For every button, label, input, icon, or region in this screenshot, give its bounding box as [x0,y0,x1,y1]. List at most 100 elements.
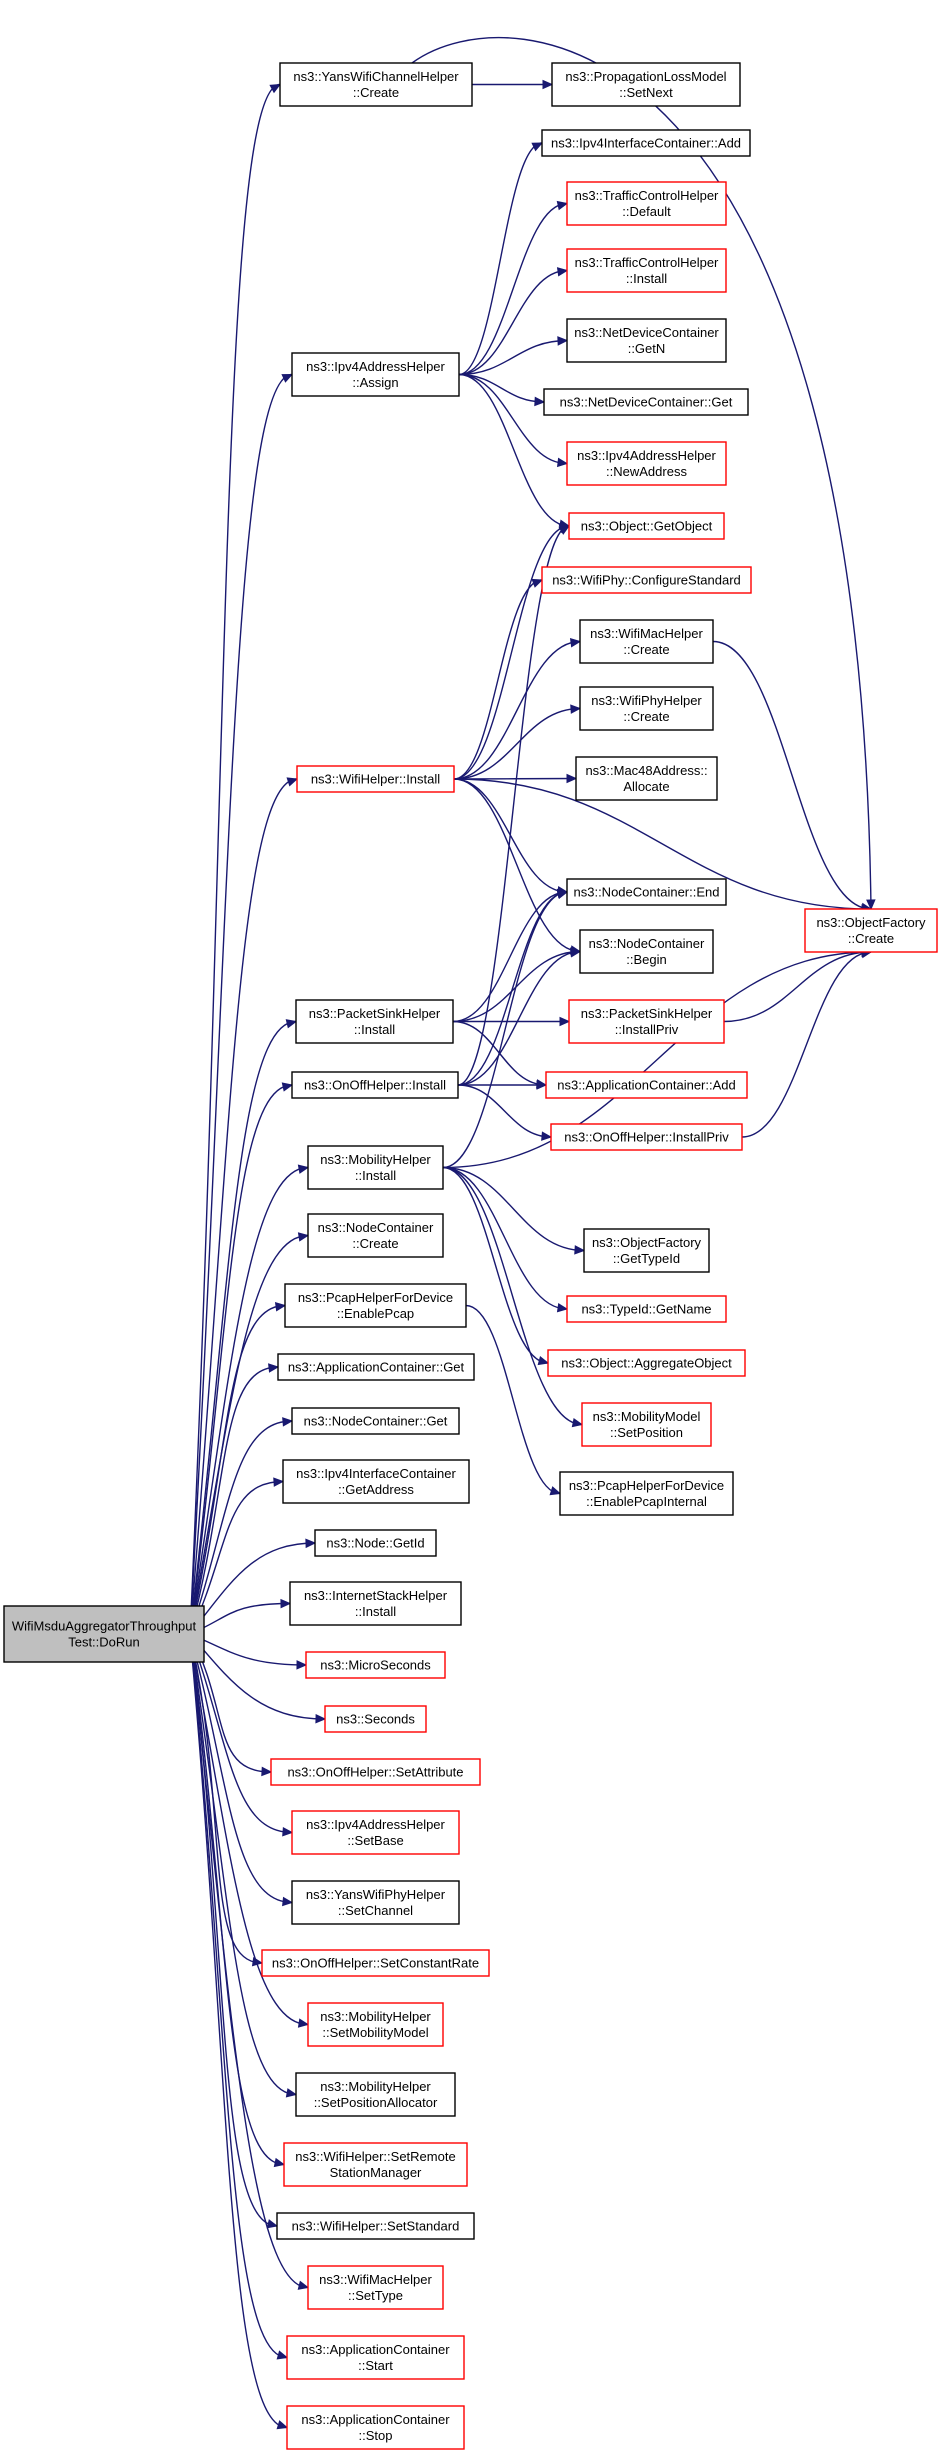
node-wifihelper-install[interactable]: ns3::WifiHelper::Install [296,765,455,793]
node-box [566,1295,727,1323]
node-nc-begin[interactable]: ns3::NodeContainer::Begin [579,929,714,974]
node-label-line: ns3::YansWifiChannelHelper [293,69,459,84]
edge-wifihelper_install-to-nc_begin [453,778,582,955]
node-ndc-get[interactable]: ns3::NetDeviceContainer::Get [543,388,749,416]
node-pcap-enable[interactable]: ns3::PcapHelperForDevice::EnablePcap [284,1283,467,1328]
node-phy-configstd[interactable]: ns3::WifiPhy::ConfigureStandard [541,566,752,594]
edge-root-to-ish_install [189,1598,292,1635]
node-label-line: ns3::OnOffHelper::Install [304,1078,446,1093]
node-label-line: ::GetAddress [338,1482,414,1497]
edge-arrowhead [536,1080,548,1090]
edge-arrowhead [282,1826,294,1837]
edge-root-to-mob_setalloc [189,1633,298,2098]
edge-line [189,1633,326,1720]
edge-onoff_install-to-nc_end [457,889,569,1086]
node-label-line: ns3::WifiMacHelper [319,2272,432,2287]
node-label-line: Allocate [623,779,669,794]
edge-mob_install-to-nc_end [442,889,569,1169]
node-onoff-setrate[interactable]: ns3::OnOffHelper::SetConstantRate [261,1949,490,1977]
node-mm-setpos[interactable]: ns3::MobilityModel::SetPosition [581,1402,712,1447]
node-onoff-setattr[interactable]: ns3::OnOffHelper::SetAttribute [270,1758,481,1786]
node-ndc-getn[interactable]: ns3::NetDeviceContainer::GetN [566,318,727,363]
node-ipv4ah-newaddr[interactable]: ns3::Ipv4AddressHelper::NewAddress [566,441,727,486]
node-prop-setnext[interactable]: ns3::PropagationLossModel::SetNext [551,62,741,107]
node-psh-install[interactable]: ns3::PacketSinkHelper::Install [295,999,454,1044]
node-obj-aggregate[interactable]: ns3::Object::AggregateObject [547,1349,746,1377]
node-ipv4ic-add[interactable]: ns3::Ipv4InterfaceContainer::Add [541,129,751,157]
node-label-line: ::SetPositionAllocator [314,2095,438,2110]
node-label-line: ns3::Ipv4AddressHelper [577,448,716,463]
node-objfactory-create[interactable]: ns3::ObjectFactory::Create [804,908,938,953]
node-box [545,1071,748,1099]
edge-line [458,373,570,527]
node-mob-install[interactable]: ns3::MobilityHelper::Install [307,1145,444,1190]
node-onoff-installpriv[interactable]: ns3::OnOffHelper::InstallPriv [550,1123,743,1151]
node-mac48-alloc[interactable]: ns3::Mac48Address::Allocate [575,756,718,801]
node-label-line: ns3::NodeContainer [318,1220,434,1235]
node-ipv4ah-setbase[interactable]: ns3::Ipv4AddressHelper::SetBase [291,1810,460,1855]
node-tc-install[interactable]: ns3::TrafficControlHelper::Install [566,248,727,293]
edge-line [458,202,568,376]
node-label-line: ns3::WifiPhyHelper [591,693,702,708]
node-microseconds[interactable]: ns3::MicroSeconds [305,1651,446,1679]
node-yans-chan-create[interactable]: ns3::YansWifiChannelHelper::Create [279,62,473,107]
node-box [270,1758,481,1786]
node-seconds[interactable]: ns3::Seconds [324,1705,427,1733]
node-label-line: ns3::PacketSinkHelper [309,1006,441,1021]
node-box [566,878,727,906]
edge-line [457,891,568,1086]
edge-line [189,1633,309,2026]
edge-line [453,525,570,780]
node-box [296,765,455,793]
node-wmac-settype[interactable]: ns3::WifiMacHelper::SetType [307,2265,444,2310]
node-ish-install[interactable]: ns3::InternetStackHelper::Install [289,1581,462,1626]
node-appc-add[interactable]: ns3::ApplicationContainer::Add [545,1071,748,1099]
edge-root-to-mob_setmodel [189,1633,310,2028]
node-ipv4ah-assign[interactable]: ns3::Ipv4AddressHelper::Assign [291,352,460,397]
node-box [568,999,725,1044]
node-label-line: ::Create [848,931,894,946]
edge-line [458,142,543,376]
node-onoff-install[interactable]: ns3::OnOffHelper::Install [291,1071,459,1099]
edge-arrowhead [296,1660,308,1670]
node-label-line: ns3::TrafficControlHelper [575,255,719,270]
node-obj-getobject[interactable]: ns3::Object::GetObject [568,512,725,540]
edge-line [453,579,543,780]
node-appc-stop[interactable]: ns3::ApplicationContainer::Stop [286,2405,465,2450]
node-nc-get[interactable]: ns3::NodeContainer::Get [291,1407,460,1435]
node-box [324,1705,427,1733]
edge-root-to-ipv4ah_setbase [189,1633,294,1837]
node-node-getid[interactable]: ns3::Node::GetId [314,1529,437,1557]
node-mob-setalloc[interactable]: ns3::MobilityHelper::SetPositionAllocato… [295,2072,456,2117]
node-box [305,1651,446,1679]
node-box [289,1581,462,1626]
edge-mob_install-to-typeid_getname [442,1166,569,1313]
edge-arrowhead [281,373,294,383]
node-psh-installpriv[interactable]: ns3::PacketSinkHelper::InstallPriv [568,999,725,1044]
node-wphy-create[interactable]: ns3::WifiPhyHelper::Create [579,686,714,731]
edge-arrowhead [556,200,569,211]
node-label-line: ns3::NodeContainer::Get [304,1414,448,1429]
node-nc-create[interactable]: ns3::NodeContainer::Create [307,1213,444,1258]
node-mob-setmodel[interactable]: ns3::MobilityHelper::SetMobilityModel [307,2002,444,2047]
node-wh-setstd[interactable]: ns3::WifiHelper::SetStandard [276,2212,475,2240]
edge-arrowhead [531,578,544,588]
node-ipv4ic-getaddr[interactable]: ns3::Ipv4InterfaceContainer::GetAddress [282,1459,470,1504]
node-appc-start[interactable]: ns3::ApplicationContainer::Start [286,2335,465,2380]
node-of-gettypeid[interactable]: ns3::ObjectFactory::GetTypeId [583,1228,710,1273]
node-yphy-setchannel[interactable]: ns3::YansWifiPhyHelper::SetChannel [291,1880,460,1925]
node-label-line: ns3::MobilityHelper [320,2079,431,2094]
edge-arrowhead [282,1417,294,1427]
node-nc-end[interactable]: ns3::NodeContainer::End [566,878,727,906]
node-typeid-getname[interactable]: ns3::TypeId::GetName [566,1295,727,1323]
node-box [283,2142,468,2187]
edge-line [189,1633,288,2429]
node-wmac-create[interactable]: ns3::WifiMacHelper::Create [579,619,714,664]
edge-root-to-nc_get [189,1417,294,1635]
node-pcap-internal[interactable]: ns3::PcapHelperForDevice::EnablePcapInte… [559,1471,734,1516]
node-appc-get[interactable]: ns3::ApplicationContainer::Get [277,1353,475,1381]
node-tc-default[interactable]: ns3::TrafficControlHelper::Default [566,181,727,226]
edge-line [465,1304,561,1495]
